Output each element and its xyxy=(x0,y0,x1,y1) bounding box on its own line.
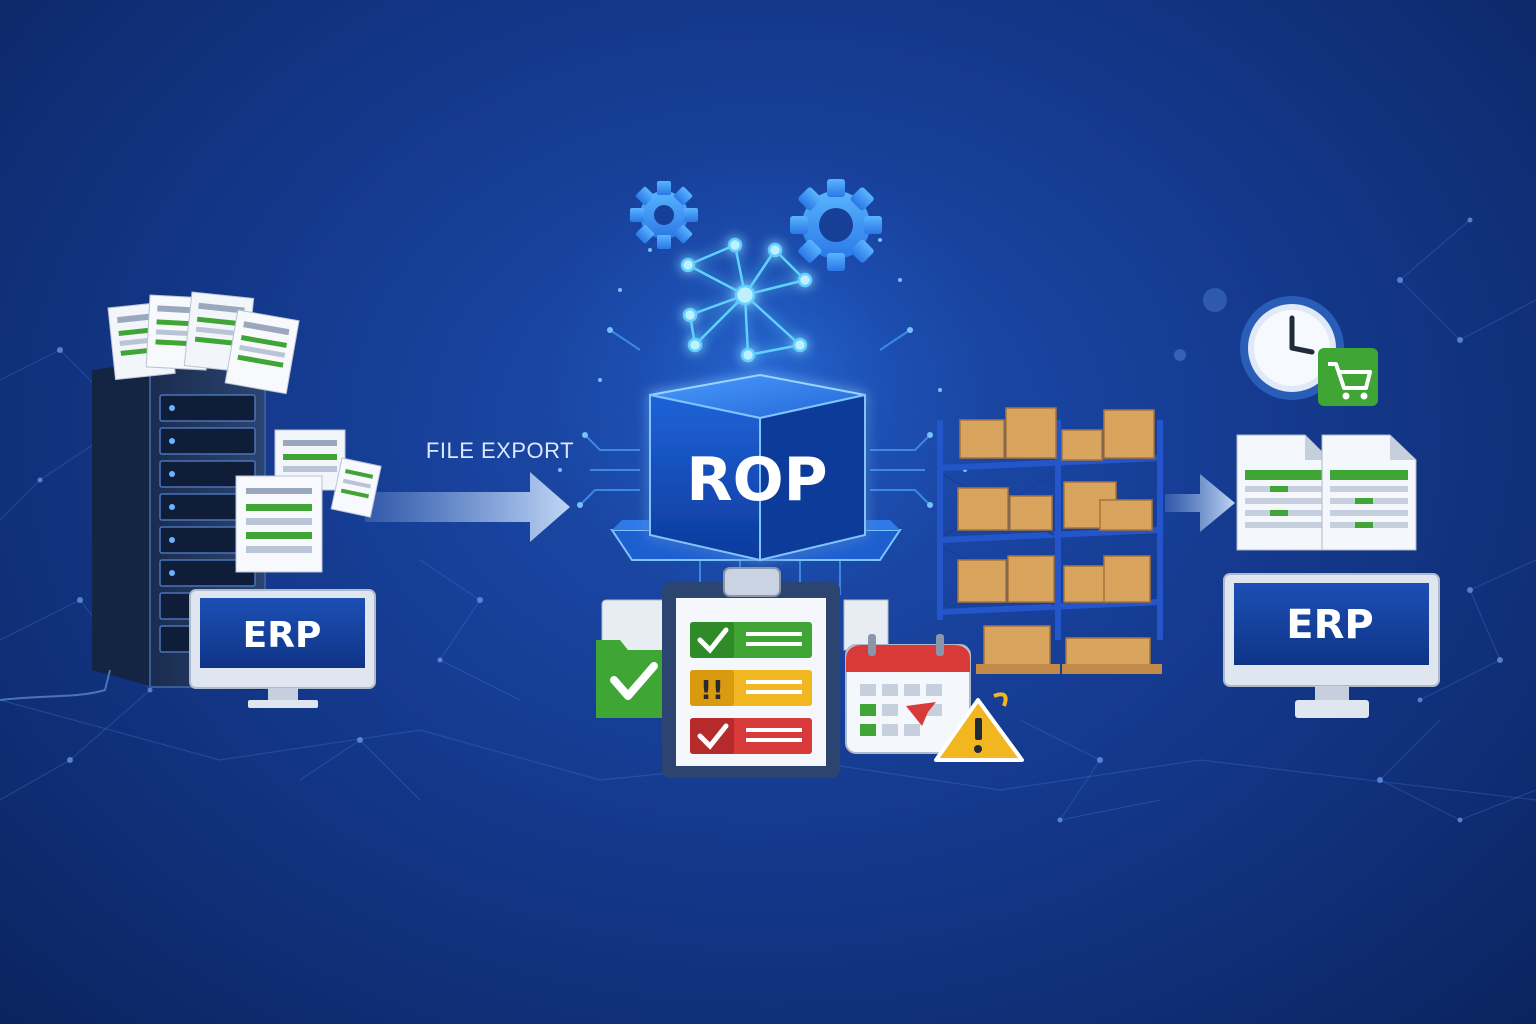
warning-icon xyxy=(934,692,1024,762)
arrow-right-icon xyxy=(1165,474,1235,532)
calendar-icon xyxy=(843,599,971,754)
document-icon xyxy=(107,291,382,573)
spreadsheet-icon xyxy=(1236,434,1331,551)
rop-engine: ROP xyxy=(610,373,902,562)
target-erp-label: ERP xyxy=(1286,602,1373,648)
rop-label: ROP xyxy=(686,445,827,515)
clock-icon xyxy=(1240,296,1344,400)
source-erp-label: ERP xyxy=(243,615,322,656)
file-export-arrow: FILE EXPORT xyxy=(365,438,574,542)
clipboard-checklist-icon: !! xyxy=(662,567,840,778)
warehouse-shelf-icon xyxy=(937,407,1163,674)
shopping-cart-icon xyxy=(1318,348,1378,406)
folder-check-icon xyxy=(596,599,673,718)
monitor-icon: ERP xyxy=(189,589,376,708)
svg-text:!!: !! xyxy=(700,676,724,706)
circuit-lines xyxy=(579,329,931,610)
gear-icon xyxy=(630,181,698,249)
spreadsheet-icon xyxy=(1321,434,1417,551)
monitor-icon: ERP xyxy=(1223,573,1440,718)
arrow-right-icon xyxy=(365,472,570,542)
file-export-label: FILE EXPORT xyxy=(426,438,574,463)
gear-icon xyxy=(790,179,882,271)
network-icon xyxy=(680,237,813,363)
